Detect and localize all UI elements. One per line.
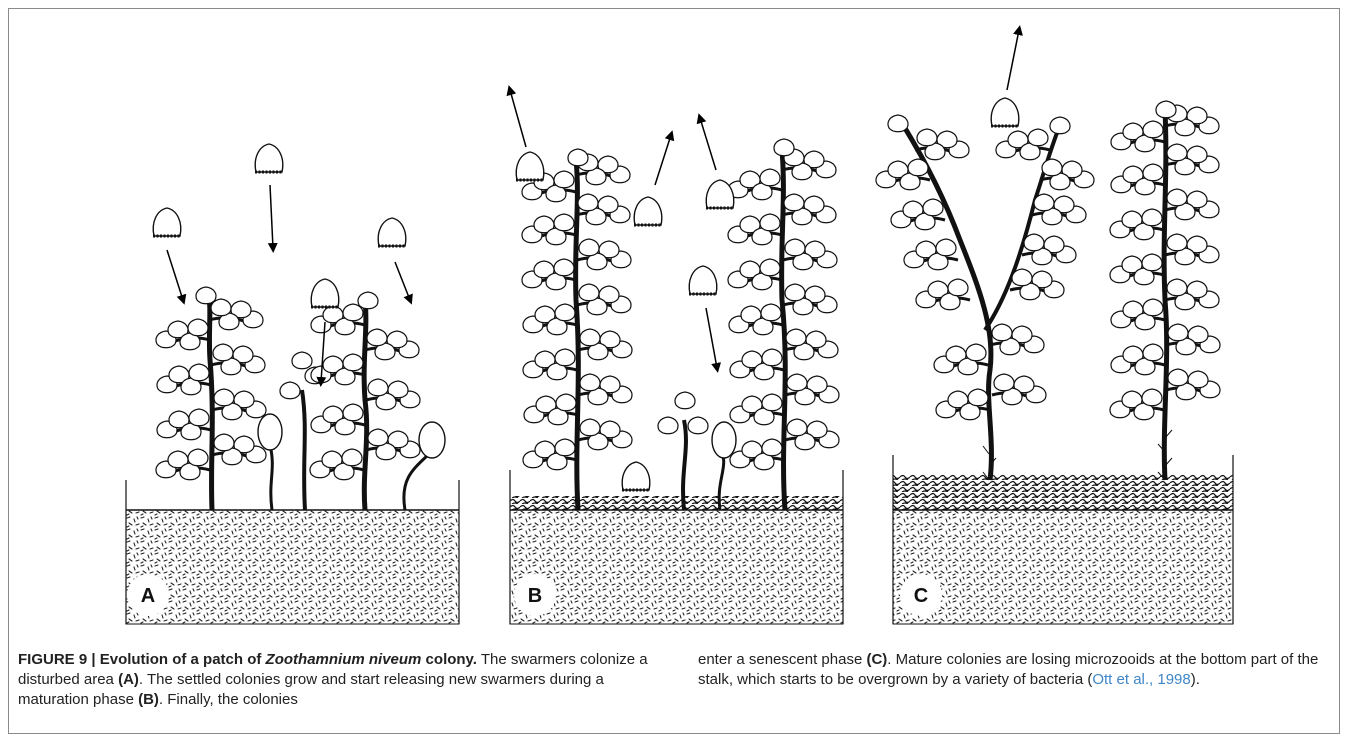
caption-text: ). xyxy=(1191,671,1200,688)
caption-title: Evolution of a patch of xyxy=(100,651,266,668)
panel-label-a: A xyxy=(141,585,155,607)
caption-text: . Finally, the colonies xyxy=(159,691,298,708)
panel-b: B xyxy=(510,90,843,624)
caption-column-left: FIGURE 9 | Evolution of a patch of Zooth… xyxy=(18,650,648,736)
caption-title-end: colony. xyxy=(421,651,477,668)
panel-c: C xyxy=(876,30,1233,624)
citation-link[interactable]: Ott et al., 1998 xyxy=(1092,671,1190,688)
panel-ref-a: (A) xyxy=(118,671,139,688)
panel-label-b: B xyxy=(528,585,542,607)
figure-illustration: A xyxy=(0,0,1348,640)
panel-ref-c: (C) xyxy=(866,651,887,668)
species-name: Zoothamnium niveum xyxy=(266,651,422,668)
panel-ref-b: (B) xyxy=(138,691,159,708)
panel-a: A xyxy=(126,144,459,624)
panel-label-c: C xyxy=(914,585,928,607)
figure-caption: FIGURE 9 | Evolution of a patch of Zooth… xyxy=(18,650,1330,736)
caption-text: enter a senescent phase xyxy=(698,651,866,668)
figure-label: FIGURE 9 | xyxy=(18,651,100,668)
caption-column-right: enter a senescent phase (C). Mature colo… xyxy=(698,650,1328,736)
